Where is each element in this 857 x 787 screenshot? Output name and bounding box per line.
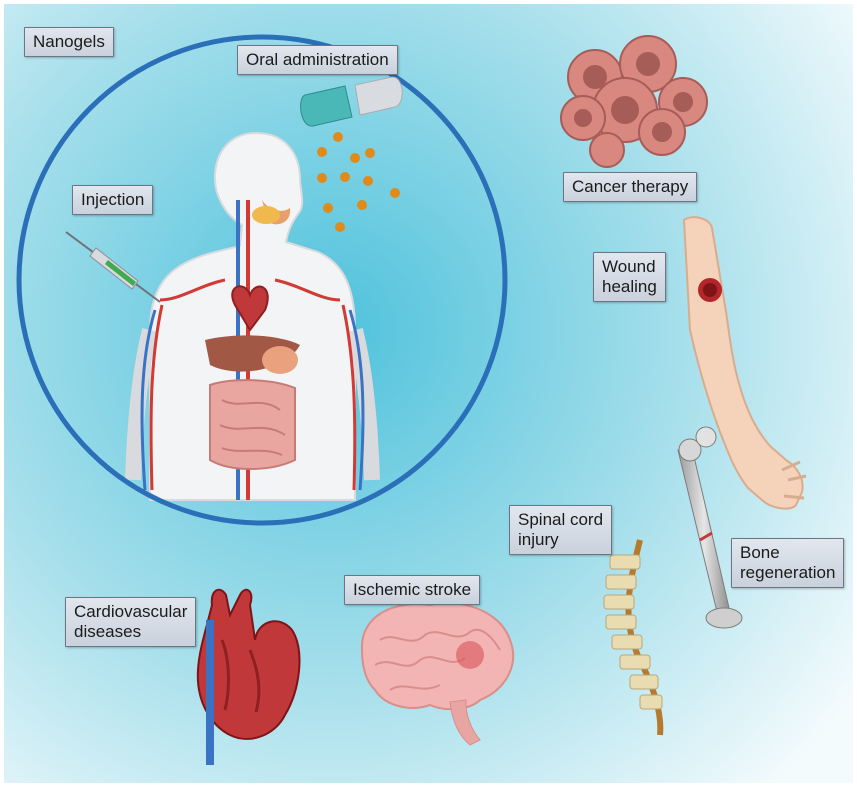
wound-healing-label: Wound healing — [593, 252, 666, 302]
spinal-cord-injury-label: Spinal cord injury — [509, 505, 612, 555]
nanogels-label: Nanogels — [24, 27, 114, 57]
ischemic-stroke-label: Ischemic stroke — [344, 575, 480, 605]
injection-label: Injection — [72, 185, 153, 215]
cardiovascular-diseases-label: Cardiovascular diseases — [65, 597, 196, 647]
oral-administration-label: Oral administration — [237, 45, 398, 75]
cancer-therapy-label: Cancer therapy — [563, 172, 697, 202]
bone-regeneration-label: Bone regeneration — [731, 538, 844, 588]
